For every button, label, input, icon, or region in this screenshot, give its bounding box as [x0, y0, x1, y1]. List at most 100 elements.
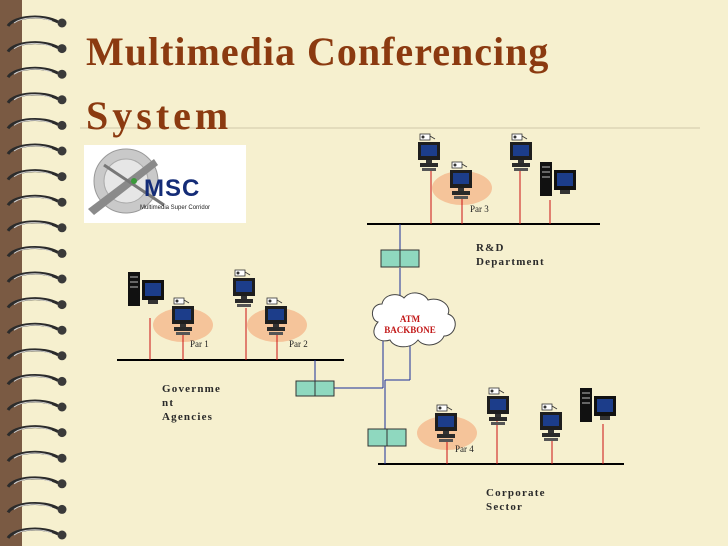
- gov-switch: [295, 380, 335, 397]
- gov-line1: Governme: [162, 383, 222, 395]
- spiral-ring-shine: [13, 350, 53, 357]
- spiral-ring-shine: [13, 145, 53, 152]
- binder-hole: [57, 197, 67, 207]
- spiral-ring: [6, 374, 59, 386]
- logo-subtext: Multimedia Super Corridor: [140, 205, 211, 211]
- gov-workstation: [128, 272, 164, 306]
- rnd-line1: R&D: [476, 242, 505, 254]
- binder-hole: [57, 300, 67, 310]
- spiral-ring-shine: [13, 42, 53, 50]
- spiral-ring-shine: [13, 196, 53, 203]
- spiral-ring-shine: [13, 401, 53, 408]
- corp-switch: [367, 428, 407, 447]
- corp-line1: Corporate: [486, 487, 546, 499]
- spiral-ring: [6, 118, 59, 130]
- binder-hole: [57, 453, 67, 463]
- spiral-ring-shine: [13, 170, 53, 178]
- par1-label: Par 1: [190, 339, 209, 349]
- gov-pc-par2: [264, 297, 288, 336]
- spiral-ring-shine: [13, 375, 53, 382]
- rnd-line2: Department: [476, 256, 545, 268]
- corp-pc-par4: [434, 404, 458, 443]
- rnd-switch: [380, 249, 420, 268]
- spiral-ring: [6, 297, 59, 309]
- slide-title-line1: Multimedia Conferencing: [86, 29, 550, 74]
- spiral-ring-shine: [13, 247, 53, 254]
- msc-logo: MSC Multimedia Super Corridor: [84, 145, 246, 223]
- spiral-ring: [6, 194, 59, 207]
- corp-pc-1: [486, 387, 510, 426]
- corp-pc-2: [539, 403, 563, 442]
- spiral-ring-shine: [13, 94, 53, 101]
- binder-hole: [57, 504, 67, 514]
- binder-hole: [57, 325, 67, 335]
- binder-hole: [57, 146, 67, 156]
- spiral-ring-shine: [13, 273, 53, 280]
- binder-hole: [57, 95, 67, 105]
- spiral-ring: [6, 399, 59, 412]
- atm-backbone-cloud: ATM BACKBONE: [372, 292, 456, 348]
- binder-hole: [57, 44, 67, 54]
- gov-agencies-label: Governme nt Agencies: [162, 382, 221, 424]
- par3-label: Par 3: [470, 204, 489, 214]
- spiral-ring: [6, 348, 59, 360]
- corporate-sector-label: Corporate Sector: [486, 486, 546, 514]
- binder-hole: [57, 376, 67, 386]
- spiral-ring: [6, 246, 59, 258]
- atm-label-line1: ATM: [400, 314, 421, 324]
- gov-pc-par1: [171, 297, 195, 336]
- spiral-ring: [6, 450, 59, 463]
- spiral-ring: [6, 220, 59, 232]
- spiral-ring-shine: [13, 478, 53, 485]
- spiral-ring-shine: [13, 119, 53, 126]
- spiral-ring-shine: [13, 452, 53, 459]
- binder-hole: [57, 69, 67, 79]
- globe-icon: [88, 148, 165, 215]
- rnd-department-label: R&D Department: [476, 241, 545, 269]
- binder-hole: [57, 402, 67, 412]
- rnd-workstation: [540, 162, 576, 196]
- binder-hole: [57, 479, 67, 489]
- spiral-ring-shine: [13, 17, 53, 24]
- spiral-ring: [6, 169, 59, 181]
- binder-hole: [57, 18, 67, 28]
- logo-msc-text: MSC: [144, 175, 201, 202]
- binder-hole: [57, 120, 67, 130]
- spiral-ring-shine: [13, 529, 53, 536]
- gov-line3: Agencies: [162, 411, 214, 423]
- spiral-ring-shine: [13, 324, 53, 331]
- binder-hole: [57, 172, 67, 182]
- spiral-ring: [6, 66, 59, 79]
- slide-title-line2: System: [86, 93, 233, 138]
- spiral-ring: [6, 271, 59, 284]
- spiral-ring: [6, 502, 59, 514]
- binder-hole: [57, 351, 67, 361]
- spiral-ring: [6, 322, 59, 335]
- binder-hole: [57, 248, 67, 258]
- binder-hole: [57, 274, 67, 284]
- spiral-ring: [6, 527, 59, 540]
- spiral-ring: [6, 476, 59, 488]
- par4-label: Par 4: [455, 444, 474, 454]
- spiral-ring: [6, 143, 59, 156]
- spiral-ring-shine: [13, 222, 53, 229]
- spiral-ring-shine: [13, 298, 53, 306]
- atm-label-line2: BACKBONE: [384, 325, 436, 335]
- spiral-ring-shine: [13, 426, 53, 434]
- spiral-ring-shine: [13, 68, 53, 75]
- binder-spiral: [6, 15, 67, 540]
- spiral-ring-shine: [13, 503, 53, 510]
- gov-pc-1: [232, 269, 256, 308]
- binder-hole: [57, 428, 67, 438]
- par2-label: Par 2: [289, 339, 308, 349]
- gov-line2: nt: [162, 397, 175, 409]
- rnd-pc-1: [417, 133, 441, 172]
- rnd-pc-par3: [449, 161, 473, 200]
- spiral-ring: [6, 92, 59, 104]
- corp-line2: Sector: [486, 501, 524, 513]
- spiral-ring: [6, 425, 59, 437]
- rnd-pc-2: [509, 133, 533, 172]
- binder-hole: [57, 530, 67, 540]
